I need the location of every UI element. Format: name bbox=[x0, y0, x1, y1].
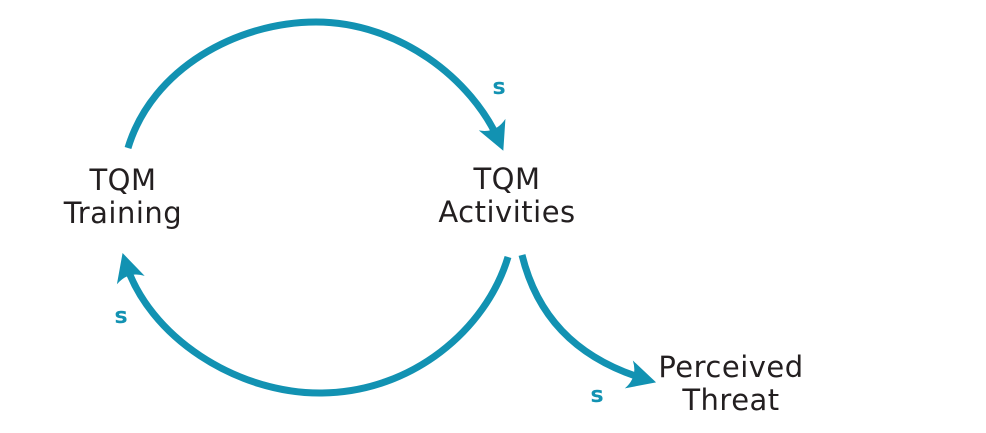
polarity-label-activities-to-training: s bbox=[114, 304, 128, 329]
node-tqm-activities: TQM Activities bbox=[438, 163, 575, 229]
arrow-activities-to-perceived-threat bbox=[518, 254, 657, 389]
node-label-line: Threat bbox=[682, 383, 780, 417]
node-tqm-training: TQM Training bbox=[64, 164, 182, 230]
polarity-label-training-to-activities: s bbox=[492, 75, 506, 100]
arrow-activities-to-training bbox=[116, 252, 512, 397]
node-label-line: Training bbox=[63, 196, 183, 230]
node-perceived-threat: Perceived Threat bbox=[658, 351, 803, 417]
node-label-line: TQM bbox=[473, 162, 541, 196]
polarity-label-activities-to-perceived-threat: s bbox=[590, 383, 604, 408]
node-label-line: TQM bbox=[89, 163, 157, 197]
node-label-line: Perceived bbox=[658, 350, 804, 384]
node-label-line: Activities bbox=[438, 195, 576, 229]
arrow-training-to-activities bbox=[124, 18, 506, 151]
